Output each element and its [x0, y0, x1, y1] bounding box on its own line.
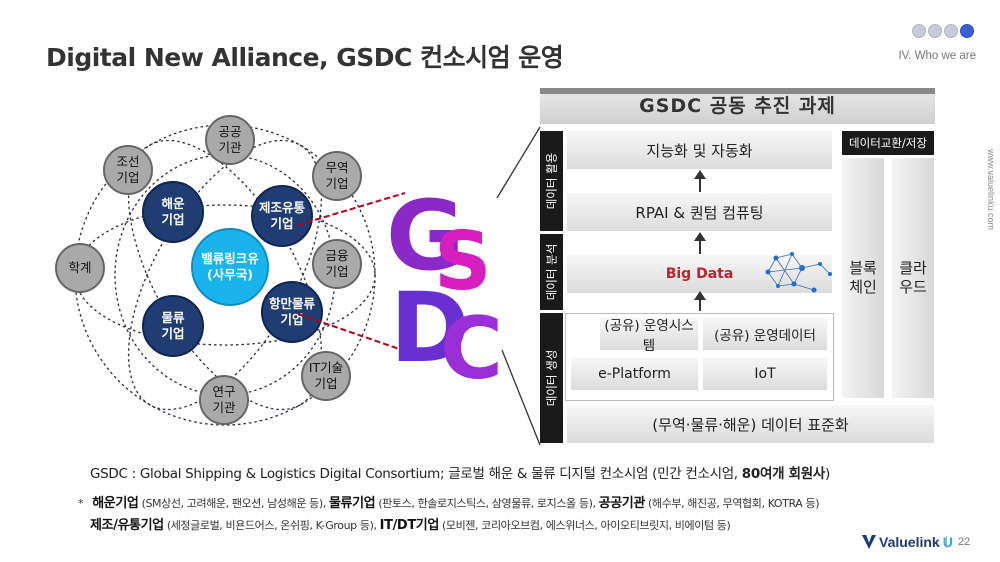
node-shipping-company: 해운 기업 [142, 181, 204, 243]
box-big-data: Big Data [567, 255, 832, 293]
molecule-network-icon [765, 252, 832, 293]
side-label-data-generation: 데이터 생성 [540, 313, 563, 443]
node-it-company: IT기술 기업 [301, 351, 351, 401]
logo-letter-d: D [390, 272, 470, 384]
arrow-up-icon [694, 291, 706, 311]
gsdc-definition: GSDC : Global Shipping & Logistics Digit… [90, 466, 830, 482]
panel-title: GSDC 공동 추진 과제 [639, 95, 836, 117]
box-rpai-quantum: RPAI & 퀀텀 컴퓨팅 [567, 193, 832, 231]
page-number: 22 [958, 536, 971, 548]
progress-dot-icon [944, 24, 958, 38]
divider [946, 536, 947, 548]
arrow-up-icon [694, 232, 706, 254]
node-valuelinku-secretariat: 밸류링크유 (사무국) [191, 228, 269, 306]
section-label: IV. Who we are [898, 50, 976, 62]
node-academia: 학계 [55, 243, 105, 293]
logo-letter-s: S [434, 215, 492, 308]
side-url[interactable]: www.valuelinku.com [986, 148, 996, 230]
member-note-line-1: * 해운기업 (SM상선, 고려해운, 팬오션, 남성해운 등), 물류기업 (… [78, 496, 820, 511]
progress-dot-icon [912, 24, 926, 38]
side-label-data-use: 데이터 활용 [540, 131, 563, 231]
box-iot: IoT [703, 358, 827, 390]
panel-header: GSDC 공동 추진 과제 [540, 88, 935, 124]
arrow-up-icon [694, 170, 706, 192]
data-exchange-label: 데이터교환/저장 [842, 131, 934, 155]
node-port-logistics-company: 항만물류 기업 [261, 281, 323, 343]
member-note-line-2: 제조/유통기업 (세정글로벌, 비욘드어스, 온쉬핑, K-Group 등), … [90, 518, 731, 533]
node-manufacturing-company: 제조유통 기업 [251, 185, 313, 247]
side-label-data-analysis: 데이터 분석 [540, 234, 563, 310]
member-count: 80여개 회원사 [741, 466, 825, 482]
box-cloud: 클라 우드 [892, 158, 934, 398]
box-blockchain: 블록 체인 [842, 158, 884, 398]
progress-dots [912, 24, 974, 38]
logo-letter-g: G [386, 180, 465, 292]
logo-letter-c: C [440, 299, 504, 399]
big-data-label: Big Data [665, 266, 734, 282]
node-trade-company: 무역 기업 [312, 151, 362, 201]
box-automation: 지능화 및 자동화 [567, 131, 832, 169]
progress-dot-icon [928, 24, 942, 38]
box-shared-system: (공유) 운영시스템 [600, 318, 698, 354]
box-eplatform: e-Platform [571, 358, 698, 390]
panel-header-bar [540, 88, 935, 94]
valuelink-logo-icon [862, 535, 876, 549]
alliance-network: 공공 기관 무역 기업 금융 기업 IT기술 기업 연구 기관 학계 조선 기업… [55, 105, 395, 445]
box-shared-data: (공유) 운영데이터 [703, 318, 827, 350]
progress-dot-active-icon [960, 24, 974, 38]
gsdc-logo: G S D C [386, 188, 536, 399]
page-title: Digital New Alliance, GSDC 컨소시엄 운영 [46, 43, 564, 72]
node-research-institute: 연구 기관 [199, 375, 249, 425]
node-public-agency: 공공 기관 [205, 115, 255, 165]
node-shipbuilding-company: 조선 기업 [103, 145, 153, 195]
node-logistics-company: 물류 기업 [142, 295, 204, 357]
node-finance-company: 금융 기업 [312, 239, 362, 289]
box-data-standardization: (무역·물류·해운) 데이터 표준화 [567, 405, 934, 443]
